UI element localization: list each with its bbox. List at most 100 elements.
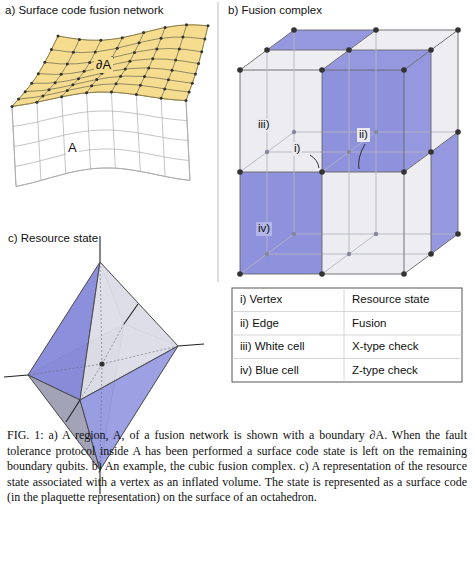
boundary-qubit: [160, 37, 163, 40]
boundary-qubit: [191, 82, 194, 85]
fusion-edge: [322, 172, 404, 173]
boundary-qubit: [37, 72, 40, 75]
boundary-qubit: [88, 61, 91, 64]
network-line: [14, 130, 188, 146]
boundary-qubit: [160, 97, 163, 100]
octa-inner-line: [102, 324, 124, 364]
network-line: [13, 111, 187, 126]
fusion-edge: [322, 70, 323, 172]
boundary-line: [161, 25, 187, 98]
boundary-qubit: [66, 63, 69, 66]
boundary-line: [58, 25, 208, 40]
resource-vertex: [455, 231, 461, 237]
fusion-edge: [240, 254, 267, 274]
callout-number: ii): [357, 128, 370, 142]
region-body: [12, 92, 190, 186]
fusion-edge: [349, 50, 431, 51]
panel-heading: c) Resource state: [8, 232, 98, 246]
table-rule: [232, 358, 462, 359]
boundary-qubit: [200, 50, 203, 53]
resource-vertex: [374, 232, 378, 236]
resource-vertex: [373, 27, 379, 33]
resource-vertex: [347, 150, 351, 154]
cell-face: [404, 50, 431, 172]
figure-caption: FIG. 1: a) A region, A, of a fusion netw…: [7, 428, 467, 506]
boundary-qubit: [138, 41, 141, 44]
resource-vertex: [346, 47, 352, 53]
callout-number: i): [292, 142, 302, 156]
fusion-edge: [404, 50, 431, 70]
boundary-qubit: [95, 78, 98, 81]
boundary-qubit: [77, 77, 80, 80]
resource-vertex: [374, 130, 378, 134]
boundary-qubit: [188, 90, 191, 93]
fusion-edge: [431, 152, 432, 254]
boundary-qubit: [147, 66, 150, 69]
cell-face: [431, 132, 458, 254]
boundary-qubit: [167, 78, 170, 81]
fusion-edge: [267, 152, 268, 254]
fusion-edge: [376, 132, 458, 133]
boundary-qubit: [174, 59, 177, 62]
boundary-qubit: [83, 70, 86, 73]
resource-vertex: [292, 130, 296, 134]
resource-vertex: [347, 252, 351, 256]
boundary-line: [19, 84, 190, 99]
fusion-edge: [376, 234, 458, 235]
boundary-qubit: [197, 62, 200, 65]
octa-leg: [66, 400, 80, 422]
fusion-edge: [267, 152, 349, 153]
boundary-surface: [12, 25, 208, 107]
fusion-edge: [431, 234, 458, 254]
boundary-line: [136, 28, 165, 95]
boundary-qubit: [50, 48, 53, 51]
fusion-edge: [267, 50, 268, 152]
boundary-qubit: [72, 51, 75, 54]
boundary-qubit: [60, 95, 63, 98]
fusion-network: [11, 23, 210, 186]
resource-vertex: [291, 27, 297, 33]
fusion-edge: [404, 172, 405, 274]
callout-number: iv): [256, 222, 272, 236]
octa-inner-line: [100, 262, 102, 364]
fusion-edge: [267, 132, 294, 152]
callout-number: iii): [256, 118, 272, 132]
fusion-edge: [267, 234, 294, 254]
table-rule: [232, 335, 462, 336]
fusion-edge: [349, 234, 376, 254]
fusion-edge: [404, 254, 431, 274]
fusion-edge: [322, 254, 349, 274]
boundary-qubit: [178, 47, 181, 50]
boundary-qubit: [99, 39, 102, 42]
network-line: [16, 168, 190, 186]
table-cell: Fusion: [352, 317, 387, 331]
boundary-line: [111, 33, 143, 93]
boundary-qubit: [11, 105, 14, 108]
boundary-qubit: [119, 75, 122, 78]
fusion-edge: [376, 30, 377, 132]
boundary-qubit: [85, 91, 88, 94]
table-cell: iv) Blue cell: [240, 364, 299, 378]
fusion-edge: [240, 70, 241, 172]
resource-vertex: [319, 169, 325, 175]
fusion-edge: [322, 172, 323, 274]
fusion-edge: [404, 152, 431, 172]
boundary-qubit: [185, 99, 188, 102]
boundary-qubit: [181, 35, 184, 38]
cell-face: [322, 70, 404, 172]
boundary-qubit: [143, 75, 146, 78]
fusion-edge: [458, 30, 459, 132]
resource-vertex: [237, 169, 243, 175]
resource-vertex: [401, 271, 407, 277]
boundary-qubit: [115, 82, 118, 85]
fusion-edge: [376, 30, 458, 31]
boundary-qubit: [116, 47, 119, 50]
resource-vertex: [265, 150, 269, 154]
fusion-edge: [349, 254, 431, 255]
boundary-qubit: [151, 57, 154, 60]
boundary-line: [32, 68, 196, 83]
fusion-edge: [267, 30, 294, 50]
fusion-edge: [322, 152, 349, 172]
boundary-qubit: [57, 35, 60, 38]
octa-inner-line: [28, 364, 102, 375]
